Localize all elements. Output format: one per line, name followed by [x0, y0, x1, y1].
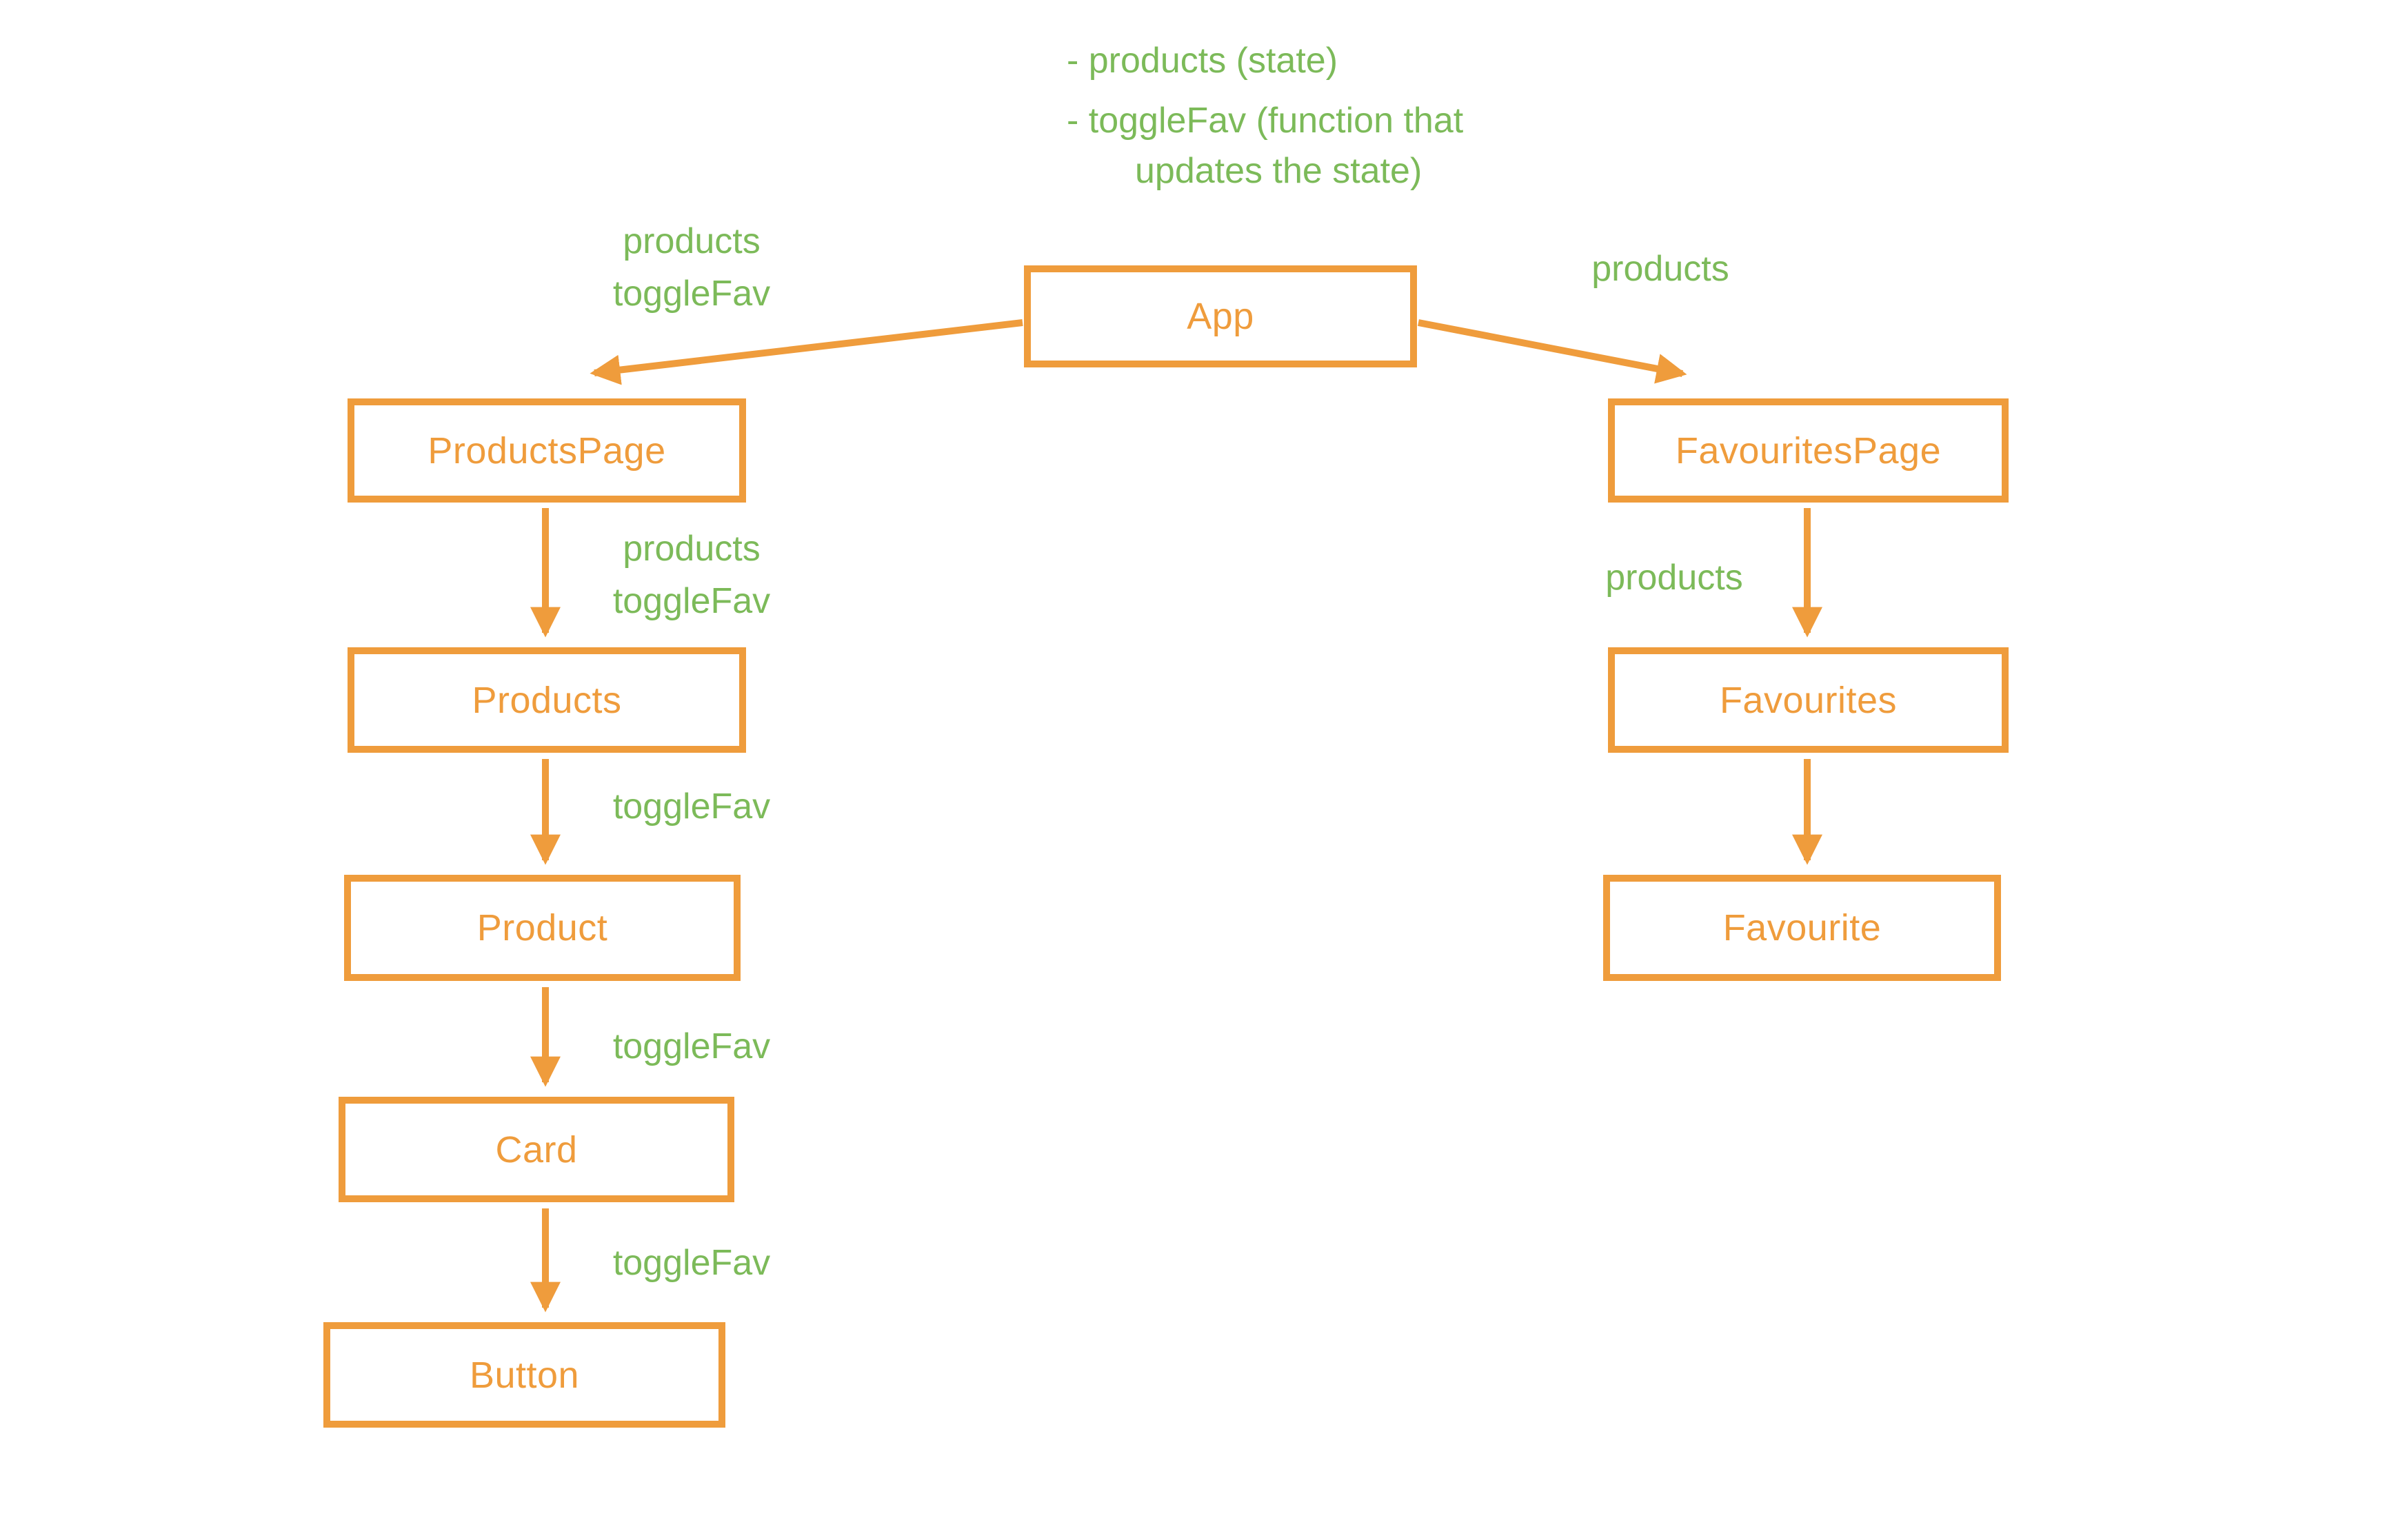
props-product-card: toggleFav — [588, 1020, 795, 1073]
props-products-page-products-line-2: toggleFav — [612, 581, 771, 621]
props-favourites-page-favourites-line-1: products — [1605, 558, 1743, 598]
node-favourite: Favourite — [1603, 875, 2001, 981]
props-app-favourites-page: products — [1557, 243, 1764, 295]
edge-app-to-products-page-arrow — [590, 319, 1023, 385]
node-label-favourites-page: FavouritesPage — [1675, 429, 1942, 472]
node-products-page: ProductsPage — [348, 398, 746, 503]
props-products-page-products: products toggleFav — [588, 523, 795, 627]
node-label-card: Card — [495, 1128, 578, 1171]
props-app-favourites-page-line-1: products — [1591, 249, 1729, 289]
node-label-product: Product — [476, 907, 608, 949]
props-card-button-line-1: toggleFav — [612, 1243, 771, 1283]
props-products-product-line-1: toggleFav — [612, 787, 771, 827]
node-label-button: Button — [469, 1354, 580, 1396]
props-app-products-page-line-2: toggleFav — [612, 274, 771, 314]
node-label-app: App — [1187, 296, 1254, 337]
node-label-products: Products — [472, 679, 622, 721]
props-products-page-products-line-1: products — [623, 529, 761, 569]
props-favourites-page-favourites: products — [1571, 551, 1778, 604]
node-favourites-page: FavouritesPage — [1608, 398, 2009, 503]
node-label-favourites: Favourites — [1719, 679, 1898, 721]
node-label-products-page: ProductsPage — [428, 429, 666, 472]
props-app-products-page: products toggleFav — [588, 215, 795, 320]
node-product: Product — [344, 875, 741, 981]
annotation-line-2: - toggleFav (function that — [1067, 101, 1464, 141]
node-favourites: Favourites — [1608, 647, 2009, 753]
node-products: Products — [348, 647, 746, 753]
node-button: Button — [323, 1322, 725, 1428]
node-app: App — [1024, 265, 1417, 367]
node-card: Card — [339, 1097, 734, 1202]
props-card-button: toggleFav — [588, 1237, 795, 1289]
annotation-line-3: updates the state) — [1135, 151, 1422, 191]
props-app-products-page-line-1: products — [623, 221, 761, 261]
edge-app-to-favourites-page-arrow — [1418, 319, 1687, 384]
node-label-favourite: Favourite — [1722, 907, 1882, 949]
annotation-line-1: - products (state) — [1067, 41, 1338, 81]
props-products-product: toggleFav — [588, 780, 795, 833]
props-product-card-line-1: toggleFav — [612, 1026, 771, 1066]
